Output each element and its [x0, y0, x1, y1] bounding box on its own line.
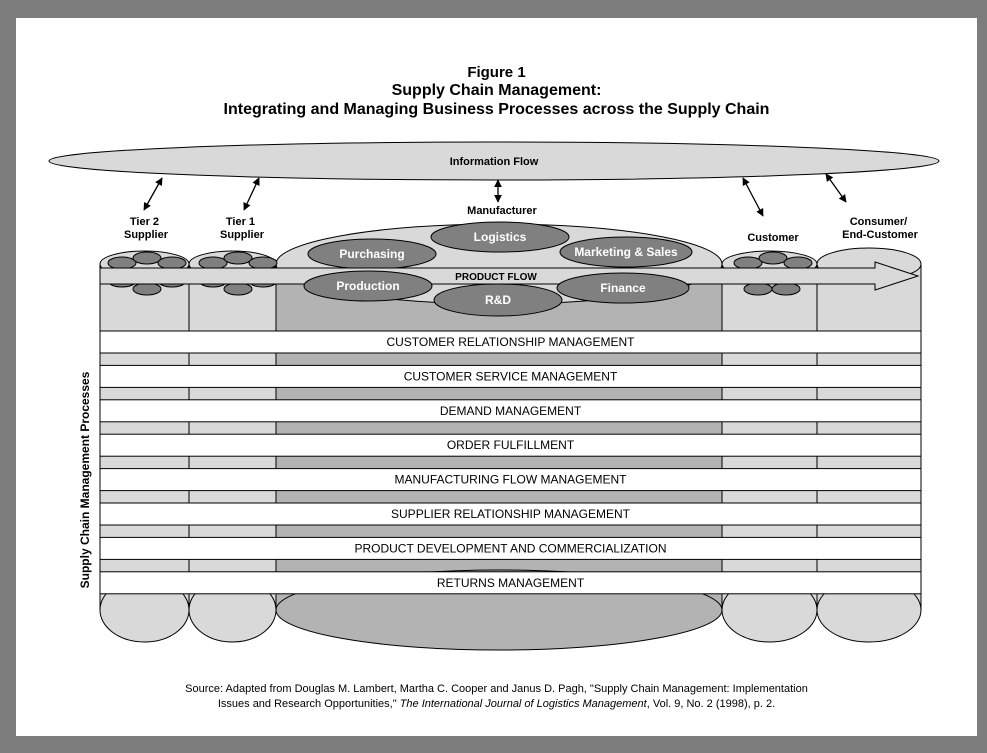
process-label: PRODUCT DEVELOPMENT AND COMMERCIALIZATIO… — [354, 541, 666, 555]
figure-page: Figure 1 Supply Chain Management: Integr… — [16, 18, 977, 736]
consumer-label: Consumer/ End-Customer — [842, 216, 919, 241]
info-arrow-tier1 — [243, 177, 260, 211]
process-bar — [99, 433, 922, 457]
customer-label: Customer — [747, 232, 799, 244]
source-journal: The International Journal of Logistics M… — [399, 698, 647, 710]
svg-text:R&D: R&D — [485, 293, 511, 307]
svg-text:Purchasing: Purchasing — [339, 247, 404, 261]
information-flow-ellipse — [48, 141, 940, 181]
function-rd: R&D — [433, 283, 563, 317]
function-marketing: Marketing & Sales — [559, 236, 693, 268]
svg-text:Marketing & Sales: Marketing & Sales — [574, 245, 678, 259]
process-bar — [99, 571, 922, 595]
process-label: CUSTOMER RELATIONSHIP MANAGEMENT — [386, 335, 635, 349]
process-bar — [99, 364, 922, 388]
function-purchasing: Purchasing — [307, 238, 437, 270]
product-flow-label: PRODUCT FLOW — [455, 272, 537, 283]
process-bars: CUSTOMER RELATIONSHIP MANAGEMENT CUSTOMER… — [99, 330, 922, 595]
process-label: SUPPLIER RELATIONSHIP MANAGEMENT — [391, 507, 631, 521]
product-flow-arrow — [99, 261, 920, 291]
process-label: RETURNS MANAGEMENT — [437, 576, 585, 590]
process-bar — [99, 468, 922, 492]
tier2-label: Tier 2 Supplier — [124, 216, 169, 241]
function-production: Production — [303, 270, 433, 302]
process-label: MANUFACTURING FLOW MANAGEMENT — [394, 473, 627, 487]
info-arrow-consumer — [825, 173, 847, 203]
source-line-2-start: Issues and Research Opportunities," — [217, 698, 400, 710]
function-logistics: Logistics — [430, 221, 570, 253]
information-flow-label: Information Flow — [450, 156, 539, 168]
process-bar — [99, 502, 922, 526]
figure-subtitle: Integrating and Managing Business Proces… — [223, 101, 770, 118]
processes-axis-label: Supply Chain Management Processes — [78, 371, 92, 588]
process-label: ORDER FULFILLMENT — [447, 438, 575, 452]
process-label: CUSTOMER SERVICE MANAGEMENT — [404, 369, 618, 383]
source-citation: Source: Adapted from Douglas M. Lambert,… — [16, 682, 977, 712]
info-arrow-customer — [742, 177, 764, 217]
source-line-1: Source: Adapted from Douglas M. Lambert,… — [185, 683, 808, 695]
manufacturer-label: Manufacturer — [467, 205, 537, 217]
svg-text:Finance: Finance — [600, 281, 646, 295]
tier1-label: Tier 1 Supplier — [220, 216, 265, 241]
svg-text:Production: Production — [336, 279, 399, 293]
process-bar — [99, 536, 922, 560]
customer-rollers — [733, 251, 813, 296]
source-line-2-end: , Vol. 9, No. 2 (1998), p. 2. — [646, 698, 776, 710]
info-arrow-tier2 — [143, 177, 163, 211]
process-label: DEMAND MANAGEMENT — [440, 404, 582, 418]
process-bar — [99, 399, 922, 423]
process-bar — [99, 330, 922, 354]
figure-label: Figure 1 — [467, 64, 526, 81]
figure-title: Supply Chain Management: — [391, 82, 602, 99]
svg-text:Logistics: Logistics — [474, 230, 527, 244]
supply-chain-diagram: Information Flow Tier 2 Supplier Tier 1 … — [48, 141, 940, 651]
function-finance: Finance — [556, 272, 690, 304]
